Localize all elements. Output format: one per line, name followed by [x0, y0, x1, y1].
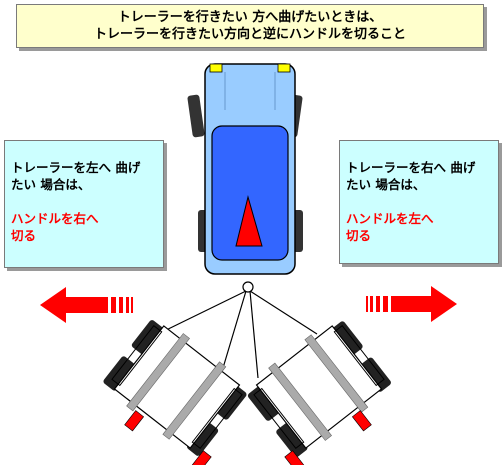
right-box-line-2: たい 場合は、	[346, 177, 426, 192]
car-roof	[211, 125, 289, 261]
car-headlight-left	[209, 63, 223, 73]
trailer-left	[103, 320, 247, 465]
left-box-line-1: トレーラーを左へ 曲げ	[11, 160, 141, 175]
left-arrow-icon	[40, 287, 133, 323]
right-turn-box: トレーラーを右へ 曲げ たい 場合は、 ハンドルを左へ 切る	[339, 140, 499, 264]
right-box-steer-line-2: 切る	[346, 228, 372, 243]
hitch-ball	[242, 281, 254, 293]
left-box-line-2: たい 場合は、	[11, 177, 91, 192]
car-direction-triangle	[235, 195, 263, 247]
car-headlight-right	[277, 63, 291, 73]
title-line-1: トレーラーを行きたい 方へ曲げたいときは、	[117, 10, 383, 25]
right-box-line-1: トレーラーを右へ 曲げ	[346, 160, 476, 175]
title-line-2: トレーラーを行きたい方向と逆にハンドルを切ること	[93, 27, 406, 42]
right-box-steer-line-1: ハンドルを左へ	[346, 211, 434, 226]
left-box-steer-line-1: ハンドルを右へ	[11, 211, 99, 226]
tow-bars	[157, 290, 318, 379]
right-arrow-icon	[366, 286, 457, 322]
title-box: トレーラーを行きたい 方へ曲げたいときは、 トレーラーを行きたい方向と逆にハンド…	[16, 4, 484, 48]
left-box-steer-line-2: 切る	[11, 228, 37, 243]
car-illustration	[187, 63, 303, 275]
left-turn-box: トレーラーを左へ 曲げ たい 場合は、 ハンドルを右へ 切る	[4, 140, 164, 268]
trailer-right	[247, 321, 391, 465]
car-wheel-front-left	[187, 94, 205, 138]
